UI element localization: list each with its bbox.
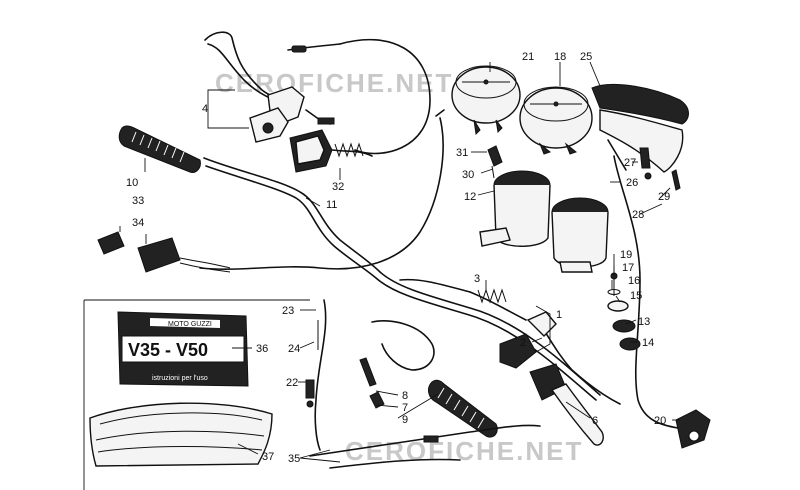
callout-11: 11: [326, 199, 337, 211]
callout-10: 10: [126, 177, 138, 189]
wire-loop: [359, 320, 435, 409]
trip-cable: [613, 155, 679, 429]
callout-23: 23: [282, 305, 294, 317]
watermark-top: CEROFICHE.NET: [215, 68, 453, 98]
watermark-bottom: CEROFICHE.NET: [345, 436, 583, 466]
callout-18: 18: [554, 51, 566, 63]
manual-subtitle: istruzioni per l'uso: [152, 375, 208, 382]
clutch-cable: [339, 38, 431, 155]
choke-cable: [305, 299, 327, 451]
manual-model: V35 - V50: [128, 340, 208, 360]
callout-28: 28: [632, 209, 644, 221]
callout-15: 15: [630, 290, 642, 302]
fasteners-26-29: [607, 139, 681, 191]
throttle-grip-6: [529, 363, 604, 446]
callout-25: 25: [580, 51, 592, 63]
owner-manual-36: MOTO GUZZI V35 - V50 istruzioni per l'us…: [117, 311, 249, 387]
callout-17: 17: [622, 262, 634, 274]
callout-1: 1: [556, 309, 562, 321]
callout-35: 35: [288, 453, 300, 465]
callout-9: 9: [402, 414, 408, 426]
tachometer-21: [451, 65, 521, 136]
callout-6: 6: [592, 415, 598, 427]
booklet-inset: MOTO GUZZI V35 - V50 istruzioni per l'us…: [83, 299, 310, 490]
speedo-cable: [199, 117, 444, 270]
callout-14: 14: [642, 337, 654, 349]
callout-27: 27: [624, 157, 636, 169]
callout-labels: 4 10 11 32 33 34 21 18 25 31 30 12 27 26…: [126, 51, 670, 465]
callout-19: 19: [620, 249, 632, 261]
callout-33: 33: [132, 195, 144, 207]
callout-24: 24: [288, 343, 300, 355]
switch-block-33: [97, 231, 125, 255]
callout-2: 2: [520, 337, 526, 349]
speedometer-18: [519, 86, 593, 155]
callout-34: 34: [132, 217, 144, 229]
callout-26: 26: [626, 177, 638, 189]
callout-4: 4: [202, 103, 208, 115]
leader-lines: [119, 61, 680, 463]
lever-assembly-left: [204, 31, 341, 143]
dash-cover-25: [591, 83, 689, 173]
cables-35: [309, 424, 541, 469]
callout-37: 37: [262, 451, 274, 463]
instrument-bracket-12: [479, 170, 609, 273]
callout-13: 13: [638, 316, 650, 328]
spring-3: [399, 278, 507, 304]
callout-21: 21: [522, 51, 534, 63]
callout-8: 8: [402, 390, 408, 402]
bulb-holder: [487, 145, 503, 179]
callout-20: 20: [654, 415, 666, 427]
callout-32: 32: [332, 181, 344, 193]
callout-31: 31: [456, 147, 468, 159]
callout-29: 29: [658, 191, 670, 203]
cable-spring-32: [334, 142, 364, 158]
switch-housing: [289, 129, 333, 173]
callout-3: 3: [474, 273, 480, 285]
callout-30: 30: [462, 169, 474, 181]
right-grip-9: [428, 379, 498, 438]
callout-36: 36: [256, 343, 268, 355]
callout-7: 7: [402, 402, 408, 414]
speedo-drive-20: [675, 409, 711, 449]
callout-12: 12: [464, 191, 476, 203]
manual-brand: MOTO GUZZI: [168, 321, 212, 328]
handlebar: [203, 157, 601, 401]
left-grip: [118, 125, 201, 173]
callout-16: 16: [628, 275, 640, 287]
callout-22: 22: [286, 377, 298, 389]
pouch-37: [89, 402, 273, 467]
switch-block-34: [137, 237, 231, 273]
right-lever-assembly: [469, 291, 621, 405]
